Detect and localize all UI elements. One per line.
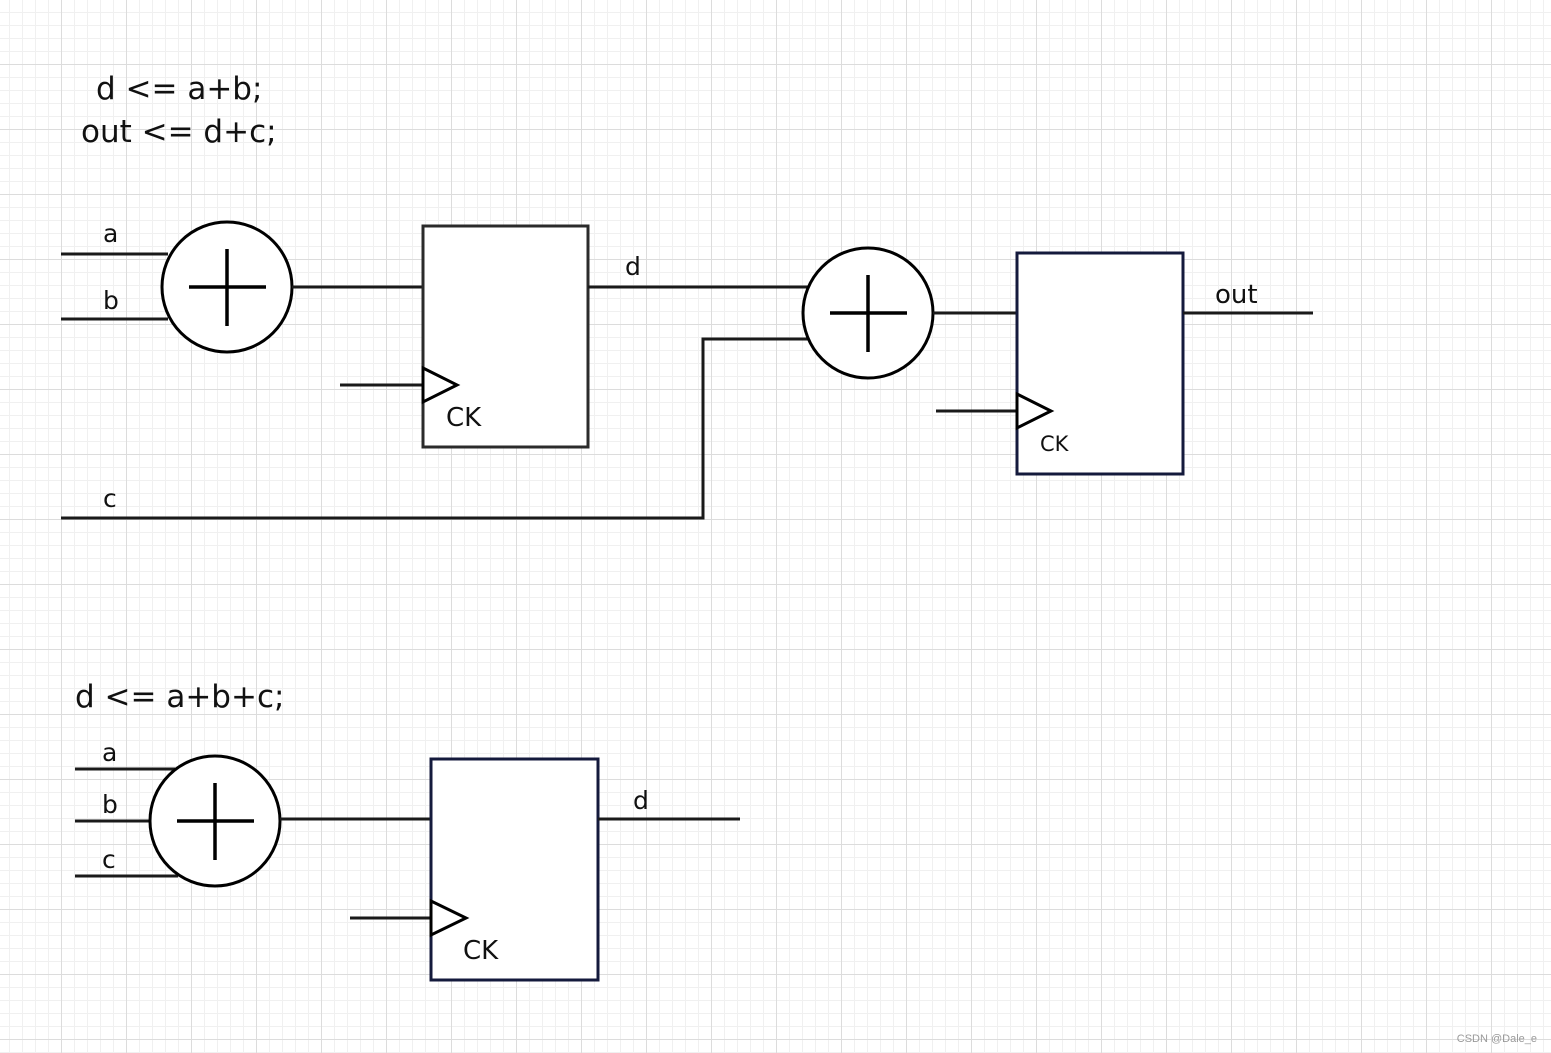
top-circuit: a b CK d c xyxy=(61,219,1313,520)
label-b-top: b xyxy=(103,286,119,315)
label-a-top: a xyxy=(103,219,118,248)
label-a-bottom: a xyxy=(102,738,117,767)
label-d-top: d xyxy=(625,252,641,281)
clock-label-reg1: CK xyxy=(446,403,482,433)
code-bottom-line-1: d <= a+b+c; xyxy=(75,679,284,715)
label-c-bottom: c xyxy=(102,845,116,874)
adder-1 xyxy=(160,220,294,354)
clock-label-reg2: CK xyxy=(1040,432,1070,456)
register-3: CK xyxy=(350,757,600,982)
bottom-circuit: a b c CK d xyxy=(75,738,740,982)
adder-3 xyxy=(148,754,282,888)
wire-c-top xyxy=(61,337,808,520)
watermark: CSDN @Dale_e xyxy=(1457,1033,1537,1045)
clock-triangle-icon xyxy=(1015,391,1055,431)
adder-2 xyxy=(801,246,935,380)
register-1: CK xyxy=(340,224,590,449)
label-b-bottom: b xyxy=(102,790,118,819)
code-top-line-1: d <= a+b; xyxy=(96,71,262,107)
clock-triangle-icon xyxy=(421,365,461,405)
code-top-line-2: out <= d+c; xyxy=(81,114,277,150)
register-2: CK xyxy=(936,251,1185,476)
label-c-top: c xyxy=(103,484,117,513)
clock-triangle-icon xyxy=(429,898,470,938)
clock-label-reg3: CK xyxy=(463,936,499,966)
label-d-bottom: d xyxy=(633,786,649,815)
label-out: out xyxy=(1215,280,1258,310)
